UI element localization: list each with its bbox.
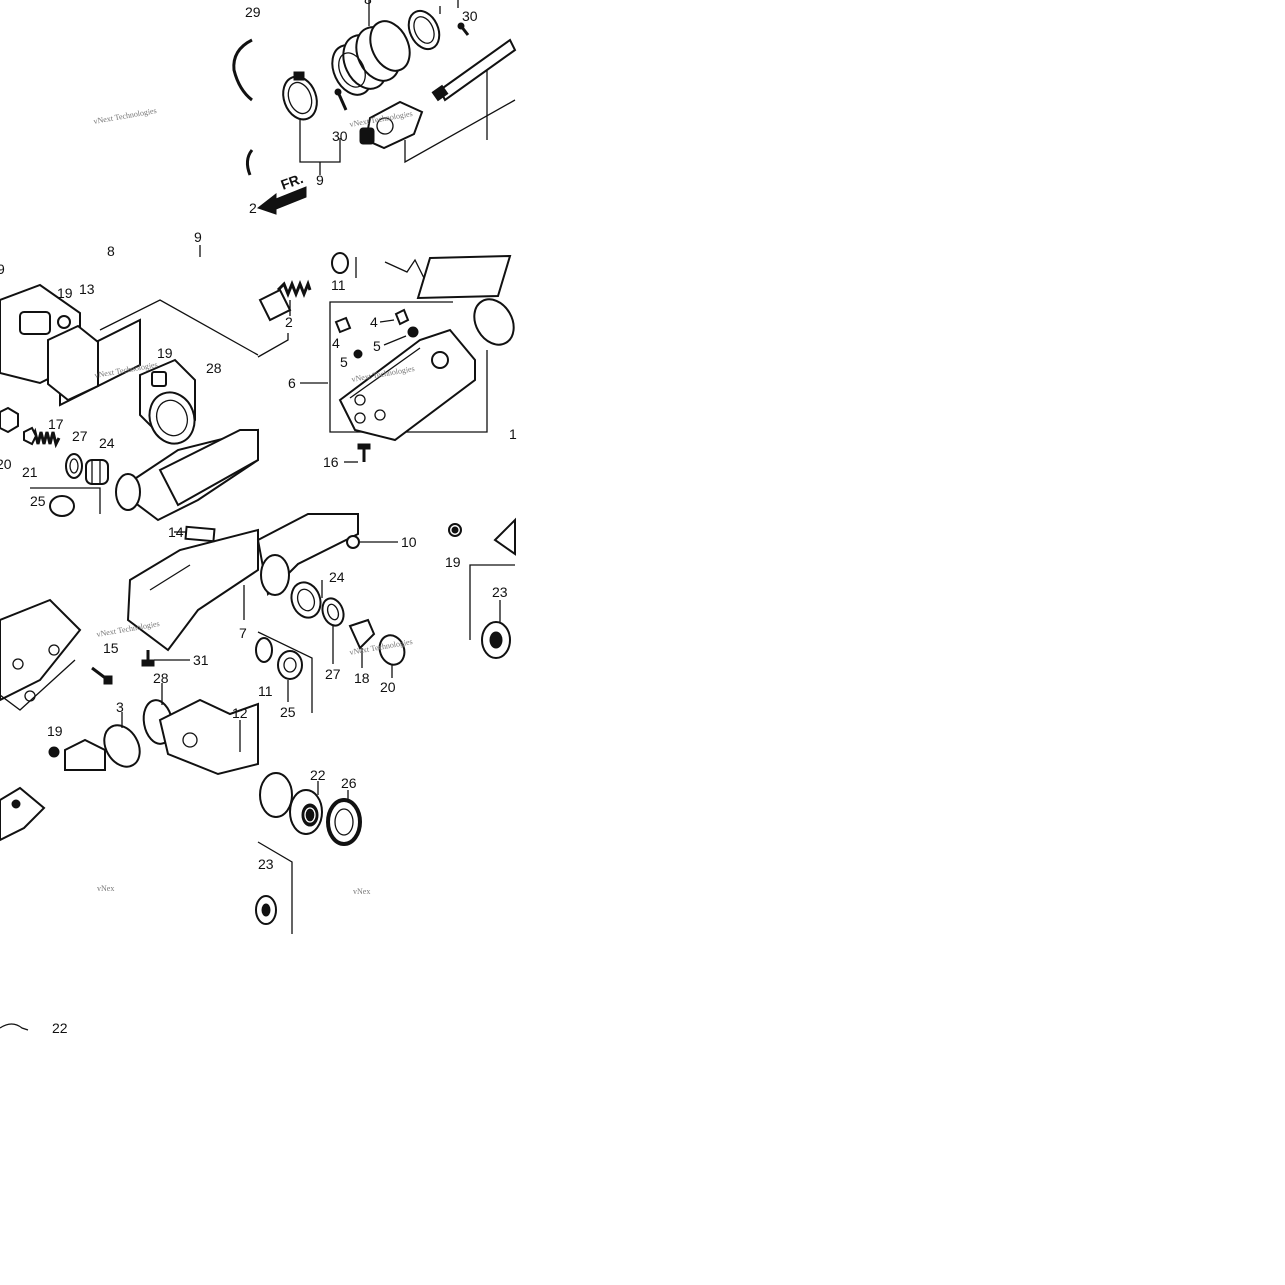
tile-boot-clamps: FR. 8 30 30 9 2 vNext Technologies [249,0,517,216]
direction-label: FR. [279,170,306,193]
callout-26: 26 [341,775,357,791]
callout-22: 22 [52,1020,68,1036]
callout-18: 18 [354,670,370,686]
callout-21: 21 [22,464,38,480]
callout-29: 29 [245,4,261,20]
callout-5: 5 [340,354,348,370]
callout-20: 20 [380,679,396,695]
boot-bellows [331,20,411,96]
callout-8: 8 [107,243,115,259]
callout-4: 4 [370,314,378,330]
tile-bottom-left: vNex [0,786,114,893]
callout-25: 25 [280,704,296,720]
callout-22: 22 [310,767,326,783]
callout-7: 7 [239,625,247,641]
callout-24: 24 [329,569,345,585]
callout-2: 2 [249,200,257,216]
callout-30: 30 [332,128,348,144]
callout-6: 6 [288,375,296,391]
callout-27: 27 [325,666,341,682]
callout-16: 16 [323,454,339,470]
callout-5: 5 [373,338,381,354]
callout-28: 28 [153,670,169,686]
callout-19: 19 [57,285,73,301]
callout-24: 24 [99,435,115,451]
callout-4: 4 [332,335,340,351]
tile-bottom-middle: 22 26 23 vNex [255,767,370,934]
tile-bearings: 10 24 19 23 27 18 20 11 25 vNext Technol… [255,513,516,720]
callout-19: 19 [445,554,461,570]
callout-13: 13 [79,281,95,297]
callout-12: 12 [232,705,248,721]
callout-25: 25 [30,493,46,509]
callout-27: 27 [72,428,88,444]
callout-1: 1 [509,426,517,442]
callout-9: 9 [194,229,202,245]
tile-swingarm: 14 7 15 31 28 3 12 19 vNext Technologies [0,524,259,776]
callout-11: 11 [258,683,273,699]
watermark-partial: vNex [353,887,370,896]
callout-28: 28 [206,360,222,376]
callout-10: 10 [401,534,417,550]
callout-14: 14 [168,524,184,540]
callout-17: 17 [48,416,64,432]
callout-23: 23 [258,856,274,872]
callout-23: 23 [492,584,508,600]
callout-15: 15 [103,640,119,656]
callout-11: 11 [331,277,346,293]
callout-2: 2 [285,314,293,330]
callout-19: 19 [47,723,63,739]
bottom-fragment: 22 [0,1020,68,1036]
callout-8: 8 [364,0,372,7]
front-direction-arrow: FR. [256,170,307,215]
watermark-partial: vNex [97,884,114,893]
callout-19: 19 [157,345,173,361]
tile-cover: 11 2 4 4 5 5 6 1 16 vNext Technologies [258,252,517,470]
callout-3: 3 [116,699,124,715]
callout-9: 9 [316,172,324,188]
tile-housing: 9 19 13 19 28 20 21 17 27 24 25 vNext Te… [0,261,289,522]
callout-30: 30 [462,8,478,24]
callout-31: 31 [193,652,209,668]
callout-9: 9 [0,261,5,277]
callout-20: 20 [0,456,12,472]
